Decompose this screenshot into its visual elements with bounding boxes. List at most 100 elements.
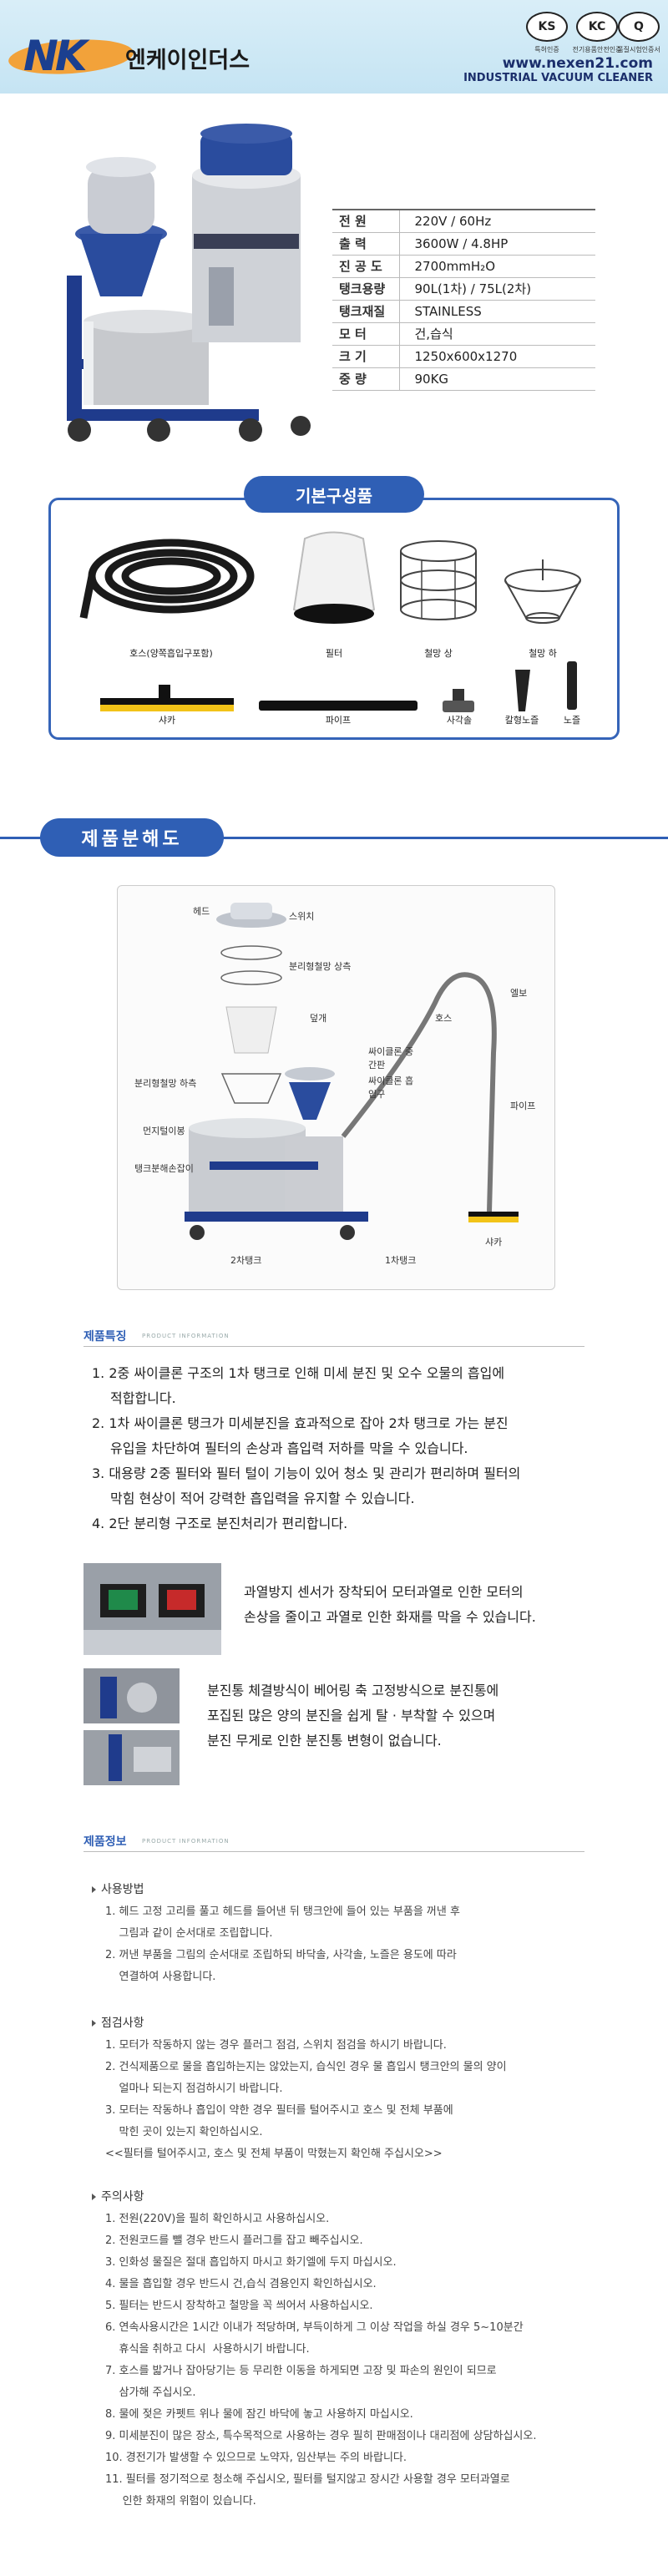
q-mark-icon: Q — [618, 12, 660, 42]
spec-row: 탱크재질 STAINLESS — [332, 300, 595, 322]
mesh-lower-icon — [504, 559, 581, 624]
component-label: 철망 상 — [424, 648, 453, 659]
component-label: 호스(양쪽흡입구포함) — [129, 648, 213, 659]
spec-value: 1250x600x1270 — [398, 345, 595, 367]
bullet-icon — [92, 1886, 96, 1893]
exploded-view-diagram: 헤드 스위치 분리형철망 상측 덮개 호스 엘보 싸이클론 중간판 싸이클론 흡… — [117, 885, 555, 1290]
component-hose: 호스(양쪽흡입구포함) — [79, 526, 263, 660]
crevice-nozzle-icon — [515, 670, 530, 711]
component-filter: 필터 — [284, 522, 384, 660]
features-header: 제품특징 — [84, 1330, 127, 1344]
spec-value: 3600W / 4.8HP — [398, 232, 595, 255]
part-label: 먼지털이봉 — [143, 1126, 185, 1136]
product-photo — [67, 124, 311, 442]
usage-title-text: 사용방법 — [101, 1883, 144, 1896]
feature-line: 막힘 현상이 적어 강력한 흡입력을 유지할 수 있습니다. — [110, 1490, 415, 1506]
pipe-icon — [259, 701, 418, 711]
part-label: 탱크분해손잡이 — [134, 1163, 194, 1174]
part-label: 파이프 — [510, 1101, 536, 1111]
cert-label: 품질시험인증서 — [617, 46, 660, 53]
spec-key: 탱크용량 — [339, 281, 386, 296]
info-line: 9. 미세분진이 많은 장소, 특수목적으로 사용하는 경우 필히 판매점이나 … — [105, 2430, 537, 2442]
component-label: 철망 하 — [529, 648, 557, 659]
part-label: 헤드 — [193, 906, 210, 917]
info-line: 얼마나 되는지 점검하시기 바랍니다. — [105, 2083, 283, 2095]
spec-value: STAINLESS — [398, 300, 595, 322]
info-line: 8. 물에 젖은 카펫트 위나 물에 잠긴 바닥에 놓고 사용하지 마십시오. — [105, 2408, 413, 2421]
part-label: 싸이클론 중간판 — [368, 1046, 414, 1070]
site-subtitle: INDUSTRIAL VACUUM CLEANER — [463, 72, 653, 84]
section-divider — [84, 1346, 584, 1347]
info-line: 10. 경전기가 발생할 수 있으므로 노약자, 임산부는 주의 바랍니다. — [105, 2452, 407, 2464]
site-url[interactable]: www.nexen21.com — [502, 55, 653, 72]
bearing-photo-bottom — [84, 1730, 180, 1785]
component-label: 샤카 — [158, 715, 176, 726]
feature-line: 적합합니다. — [110, 1390, 176, 1406]
cert-label: 특허인증 — [534, 46, 559, 53]
logo: NK — [23, 32, 88, 80]
info-line: 3. 모터는 작동하나 흡입이 약한 경우 필터를 털어주시고 호스 및 전체 … — [105, 2104, 453, 2117]
info-line: 2. 꺼낸 부품을 그림의 순서대로 조립하되 바닥솔, 사각솔, 노즐은 용도… — [105, 1949, 457, 1961]
spec-key: 크 기 — [339, 349, 367, 364]
spec-key: 출 력 — [339, 236, 367, 251]
part-label: 호스 — [435, 1013, 453, 1024]
section-divider — [0, 837, 668, 839]
spec-row: 출 력 3600W / 4.8HP — [332, 232, 595, 255]
info-line: 휴식을 취하고 다시 사용하시기 바랍니다. — [105, 2343, 310, 2356]
part-label: 스위치 — [289, 911, 315, 922]
header-bar: NK 엔케이인더스 KS 특허인증 KC 전기용품안전인증 Q 품질시험인증서 … — [0, 0, 668, 94]
component-floor-brush: 샤카 — [92, 685, 242, 726]
info-line: 3. 인화성 물질은 절대 흡입하지 마시고 화기엘에 두지 마십시오. — [105, 2256, 397, 2269]
caution-title-text: 주의사항 — [101, 2190, 144, 2204]
part-label: 2차탱크 — [230, 1255, 262, 1266]
info-line: 1. 모터가 작동하지 않는 경우 플러그 점검, 스위치 점검을 하시기 바랍… — [105, 2039, 447, 2052]
spec-value: 2700mmH₂O — [398, 255, 595, 277]
feature-box-line: 손상을 줄이고 과열로 인한 화재를 막을 수 있습니다. — [244, 1609, 536, 1625]
feature-line: 유입을 차단하여 필터의 손상과 흡입력 저하를 막을 수 있습니다. — [110, 1440, 468, 1456]
info-line: 인한 화재의 위험이 있습니다. — [105, 2495, 256, 2508]
section-divider — [84, 1851, 584, 1852]
brand-name: 엔케이인더스 — [125, 48, 250, 73]
spec-value: 220V / 60Hz — [398, 210, 595, 232]
component-crevice-nozzle: 칼형노즐 — [497, 668, 547, 726]
spec-key: 탱크재질 — [339, 304, 386, 319]
spec-key: 진 공 도 — [339, 259, 382, 274]
feature-box-line: 포집된 많은 양의 분진을 쉽게 탈 · 부착할 수 있으며 — [207, 1708, 496, 1723]
spec-key: 중 량 — [339, 372, 367, 387]
info-line: 1. 헤드 고정 고리를 풀고 헤드를 들어낸 뒤 탱크안에 들어 있는 부품을… — [105, 1905, 460, 1918]
part-label: 엘보 — [510, 988, 528, 999]
info-line: 1. 전원(220V)을 필히 확인하시고 사용하십시오. — [105, 2213, 330, 2225]
part-label: 분리형철망 상측 — [289, 961, 352, 972]
filter-icon — [292, 531, 376, 624]
part-label: 샤카 — [485, 1237, 503, 1248]
feature-line: 3. 대용량 2중 필터와 필터 털이 기능이 있어 청소 및 관리가 편리하며… — [92, 1465, 521, 1481]
component-pipe: 파이프 — [255, 697, 422, 726]
check-title-text: 점검사항 — [101, 2017, 144, 2030]
feature-line: 1. 2중 싸이클론 구조의 1차 탱크로 인해 미세 분진 및 오수 오물의 … — [92, 1365, 505, 1381]
feature-box-line: 분진 무게로 인한 분진통 변형이 없습니다. — [207, 1733, 442, 1749]
info-header-sub: PRODUCT INFORMATION — [142, 1838, 230, 1845]
part-label: 싸이클론 흡입구 — [368, 1075, 414, 1100]
mesh-upper-icon — [400, 540, 477, 620]
component-label: 필터 — [325, 648, 343, 659]
info-header: 제품정보 — [84, 1835, 127, 1849]
kc-mark-icon: KC — [576, 12, 618, 42]
square-brush-icon — [443, 689, 474, 712]
feature-line: 4. 2단 분리형 구조로 분진처리가 편리합니다. — [92, 1516, 348, 1531]
component-label: 사각솔 — [446, 715, 473, 726]
check-title: 점검사항 — [92, 2014, 144, 2031]
feature-box-line: 분진통 체결방식이 베어링 축 고정방식으로 분진통에 — [207, 1683, 499, 1698]
spec-row: 진 공 도 2700mmH₂O — [332, 255, 595, 277]
info-line: 연결하여 사용합니다. — [105, 1971, 216, 1983]
info-line: 5. 필터는 반드시 장착하고 철망을 꼭 씌어서 사용하십시오. — [105, 2300, 373, 2312]
exploded-view-title: 제품분해도 — [40, 818, 224, 857]
features-header-sub: PRODUCT INFORMATION — [142, 1333, 230, 1339]
info-line: 그림과 같이 순서대로 조립합니다. — [105, 1927, 273, 1940]
control-panel-photo — [84, 1563, 221, 1655]
part-label: 덮개 — [310, 1013, 327, 1024]
caution-title: 주의사항 — [92, 2188, 144, 2204]
